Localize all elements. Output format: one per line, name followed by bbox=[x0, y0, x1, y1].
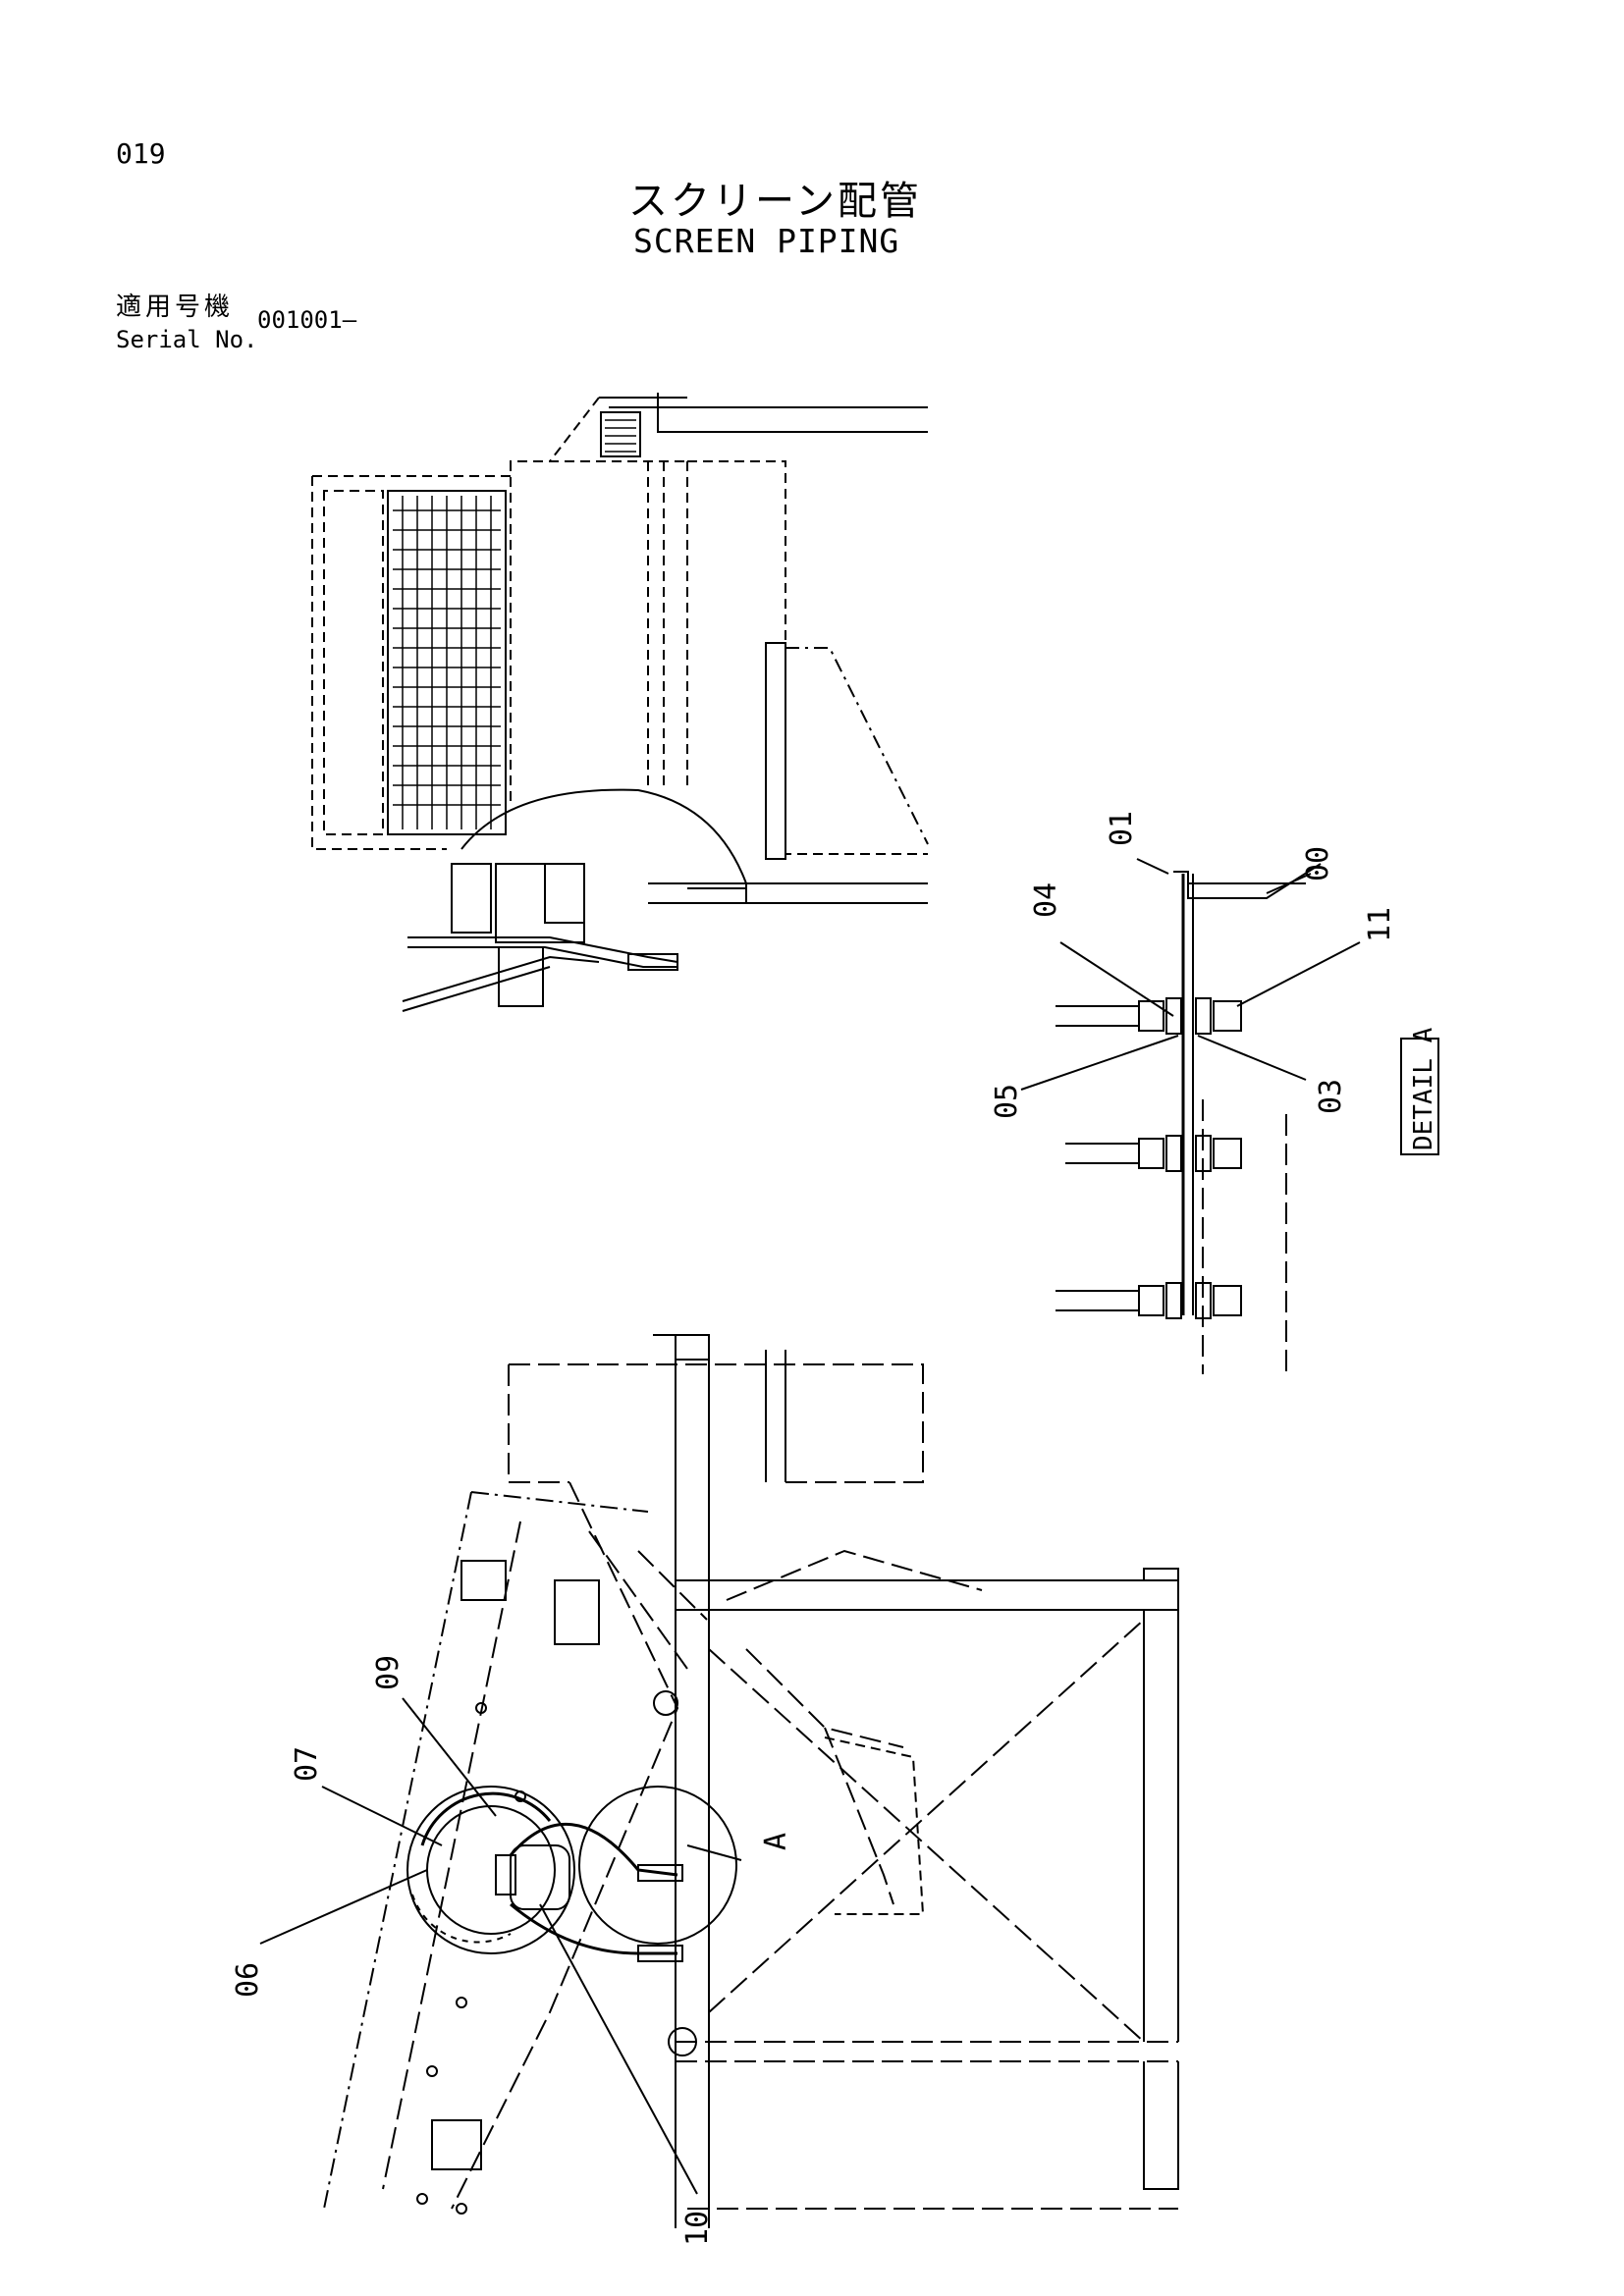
detail-a-assembly bbox=[1020, 858, 1439, 1374]
part-label-10: 10 bbox=[680, 2211, 715, 2246]
part-label-07: 07 bbox=[290, 1746, 324, 1782]
part-label-04: 04 bbox=[1029, 882, 1063, 918]
part-label-06: 06 bbox=[231, 1962, 265, 1998]
serial-number-value: 001001– bbox=[257, 306, 357, 334]
part-label-03: 03 bbox=[1314, 1079, 1348, 1114]
part-label-11: 11 bbox=[1363, 907, 1397, 942]
part-label-00: 00 bbox=[1301, 846, 1335, 881]
part-label-09: 09 bbox=[371, 1655, 406, 1690]
serial-label-english: Serial No. bbox=[116, 326, 258, 353]
view-marker-a: A bbox=[759, 1833, 793, 1850]
detail-a-label: DETAIL A bbox=[1409, 1027, 1438, 1150]
top-view-assembly bbox=[311, 393, 929, 1012]
side-view-assembly bbox=[259, 1334, 1179, 2228]
page-number: 019 bbox=[116, 137, 166, 170]
serial-label-japanese: 適用号機 bbox=[116, 293, 235, 322]
page-title-japanese: スクリーン配管 bbox=[628, 179, 922, 224]
part-label-01: 01 bbox=[1105, 811, 1139, 846]
part-label-05: 05 bbox=[990, 1084, 1024, 1119]
page-title-english: SCREEN PIPING bbox=[633, 222, 900, 260]
